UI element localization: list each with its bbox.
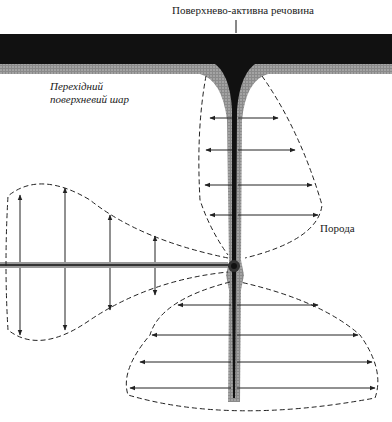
rock-label: Порода [318,222,357,235]
transition-layer-label: Перехідний поверхневий шар [48,80,144,105]
surfactant-label: Поверхнево-активна речовина [170,4,316,17]
